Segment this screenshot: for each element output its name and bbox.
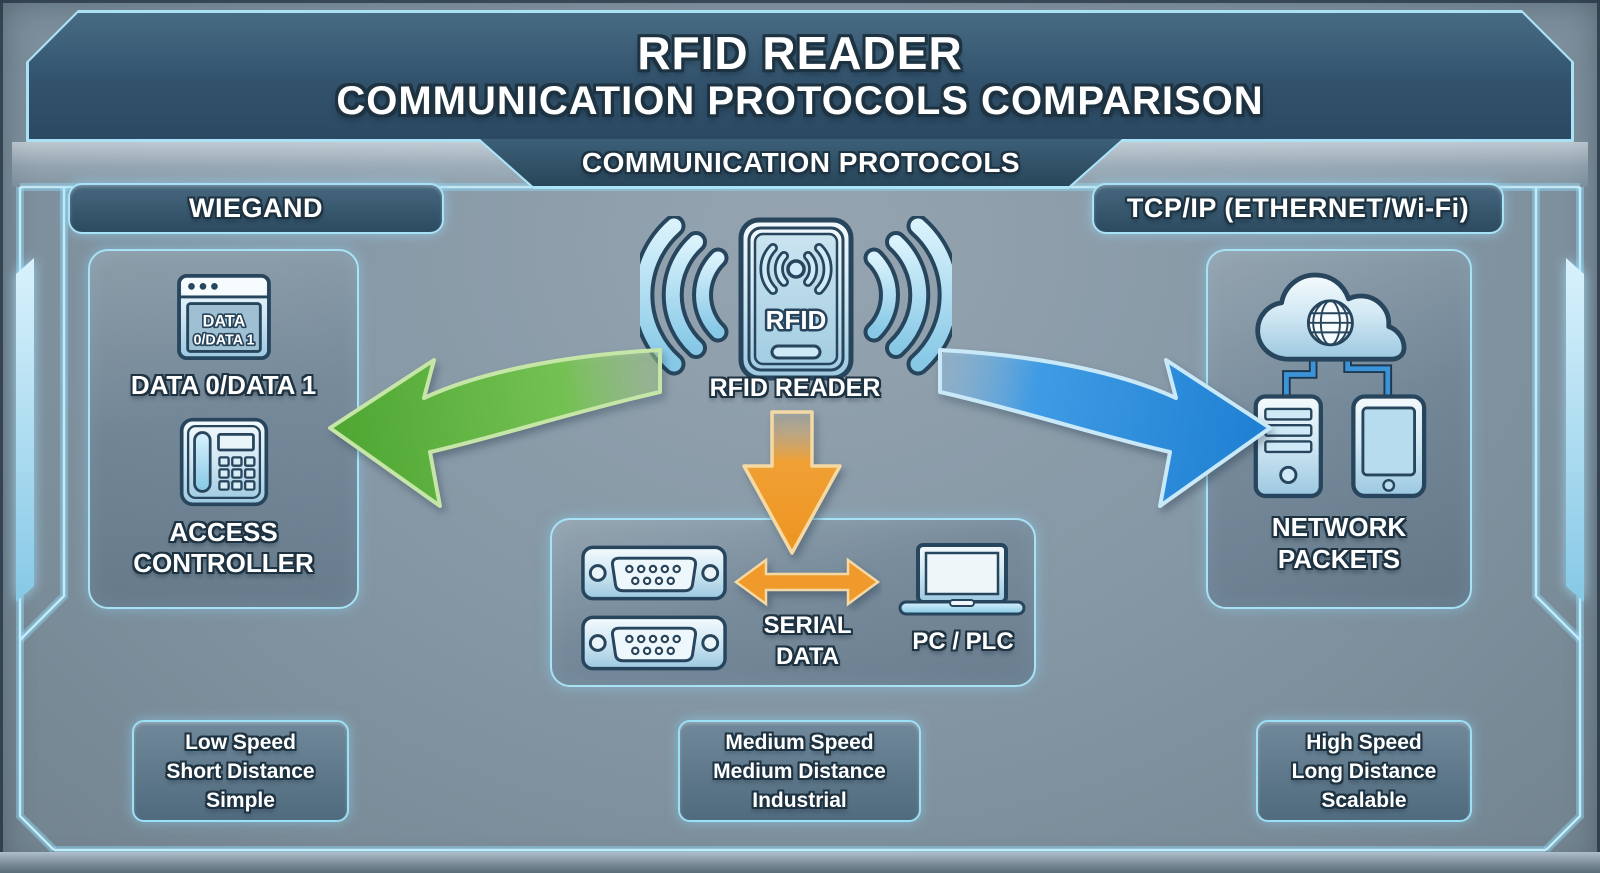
signal-waves-right-icon bbox=[863, 216, 952, 376]
data-window-icon: DATA 0/DATA 1 bbox=[176, 273, 271, 361]
serial-double-arrow-icon bbox=[733, 557, 881, 607]
access-controller-label: ACCESS CONTROLLER bbox=[133, 517, 314, 578]
tcpip-panel: NETWORK PACKETS bbox=[1206, 249, 1472, 609]
banner-label: COMMUNICATION PROTOCOLS bbox=[581, 146, 1021, 178]
cloud-globe-icon bbox=[1255, 272, 1407, 362]
data-signal-label: DATA 0/DATA 1 bbox=[130, 370, 317, 400]
wiegand-summary-box: Low Speed Short Distance Simple bbox=[132, 720, 349, 822]
tcpip-header-label: TCP/IP (ETHERNET/Wi-Fi) bbox=[1126, 193, 1470, 223]
serial-data-label: SERIAL DATA bbox=[763, 612, 852, 670]
server-icon bbox=[1253, 394, 1323, 499]
left-edge-bar bbox=[16, 258, 34, 602]
wiegand-header: WIEGAND bbox=[68, 183, 444, 234]
page-title-line2: COMMUNICATION PROTOCOLS COMPARISON bbox=[336, 79, 1264, 123]
rfid-reader-label: RFID READER bbox=[709, 374, 881, 402]
wiegand-header-label: WIEGAND bbox=[189, 193, 323, 223]
network-packets-label: NETWORK PACKETS bbox=[1271, 512, 1407, 574]
tablet-icon bbox=[1351, 394, 1427, 499]
pc-plc-label: PC / PLC bbox=[912, 628, 1014, 655]
tcpip-summary-box: High Speed Long Distance Scalable bbox=[1256, 720, 1472, 822]
page-title-line1: RFID READER bbox=[637, 27, 963, 79]
network-graphic bbox=[1253, 272, 1427, 499]
svg-text:DATA: DATA bbox=[202, 313, 245, 331]
serial-summary-box: Medium Speed Medium Distance Industrial bbox=[678, 720, 921, 822]
banner: COMMUNICATION PROTOCOLS bbox=[477, 139, 1125, 189]
bottom-edge-strip bbox=[0, 852, 1600, 873]
svg-text:RFID: RFID bbox=[766, 305, 827, 335]
right-edge-bar bbox=[1566, 258, 1584, 602]
svg-text:0/DATA 1: 0/DATA 1 bbox=[193, 333, 254, 349]
access-controller-icon bbox=[179, 417, 268, 507]
db9-connector-icon bbox=[581, 545, 727, 601]
signal-waves-left-icon bbox=[640, 216, 729, 376]
db9-connector-icon bbox=[581, 615, 727, 671]
serial-panel: SERIAL DATA PC / PLC bbox=[550, 518, 1036, 687]
tcpip-header: TCP/IP (ETHERNET/Wi-Fi) bbox=[1092, 183, 1504, 234]
connection-lines bbox=[1282, 357, 1393, 397]
wiegand-panel: DATA 0/DATA 1 DATA 0/DATA 1 ACCESS CONTR… bbox=[88, 249, 359, 609]
wiegand-arrow bbox=[328, 348, 662, 508]
rfid-reader-icon: RFID bbox=[640, 216, 952, 381]
laptop-icon bbox=[898, 543, 1026, 616]
title-band: RFID READER COMMUNICATION PROTOCOLS COMP… bbox=[26, 10, 1574, 142]
